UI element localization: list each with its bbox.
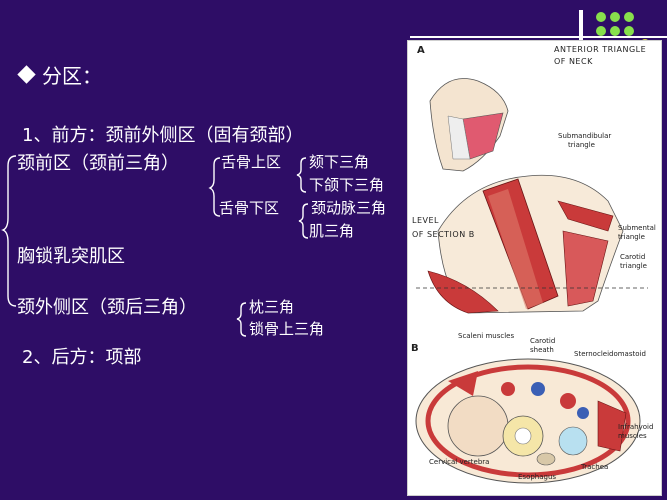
decorative-horizontal-line: [410, 36, 667, 38]
label-infrahyoid-1: Infrahyoid: [618, 423, 654, 431]
label-submandibular-1: Submandibular: [558, 132, 612, 140]
anatomy-illustration: [415, 78, 648, 484]
label-carotid-1: Carotid: [620, 253, 646, 261]
dot: [596, 26, 606, 36]
label-cervical: Cervical vertebra: [429, 458, 490, 466]
brace-infrahyoid: [298, 203, 309, 239]
figure-title-line2: OF NECK: [554, 57, 593, 66]
line-infrahyoid: 舌骨下区: [219, 199, 280, 217]
brace-hyoid: [208, 157, 221, 217]
anatomy-figure: A ANTERIOR TRIANGLE OF NECK Submandibula…: [407, 40, 662, 496]
figure-letter-b: B: [411, 343, 419, 354]
label-carotid-2: triangle: [620, 262, 647, 270]
label-scm: Sternocleidomastoid: [574, 350, 646, 358]
brace-lateral: [236, 302, 247, 337]
label-scaleni: Scaleni muscles: [458, 332, 515, 340]
label-level-1: LEVEL: [412, 216, 439, 225]
line-supraclavicular: 锁骨上三角: [249, 320, 325, 338]
label-level-2: OF SECTION B: [412, 230, 475, 239]
line-muscular: 肌三角: [309, 222, 355, 240]
brace-big: [1, 155, 17, 307]
label-submandibular-2: triangle: [568, 141, 595, 149]
dot: [610, 12, 620, 22]
dot: [624, 12, 634, 22]
label-submental-1: Submental: [618, 224, 656, 232]
line-anterior-region: 颈前区（颈前三角）: [17, 153, 179, 174]
line-occipital: 枕三角: [249, 298, 295, 316]
label-trachea: Trachea: [581, 463, 609, 471]
line-back: 2、后方：项部: [22, 347, 142, 368]
line-submental: 颏下三角: [309, 153, 370, 171]
line-carotid: 颈动脉三角: [311, 199, 387, 217]
label-submental-2: triangle: [618, 233, 645, 241]
heading: 分区：: [42, 64, 102, 88]
decorative-vertical-line: [579, 10, 583, 58]
label-carotid-sheath-2: sheath: [530, 346, 554, 354]
figure-letter-a: A: [417, 45, 425, 56]
brace-suprahyoid: [296, 157, 307, 193]
dot: [624, 26, 634, 36]
label-infrahyoid-2: muscles: [618, 432, 647, 440]
line-lateral-region: 颈外侧区（颈后三角）: [17, 297, 197, 318]
dot: [610, 26, 620, 36]
line-suprahyoid: 舌骨上区: [221, 153, 282, 171]
label-esophagus: Esophagus: [518, 473, 557, 481]
dot: [596, 12, 606, 22]
figure-title-line1: ANTERIOR TRIANGLE: [554, 45, 647, 54]
label-carotid-sheath-1: Carotid: [530, 337, 556, 345]
line-scm-region: 胸锁乳突肌区: [17, 246, 125, 267]
line-front: 1、前方：颈前外侧区（固有颈部）: [22, 125, 304, 146]
line-submandibular: 下颌下三角: [309, 176, 385, 194]
